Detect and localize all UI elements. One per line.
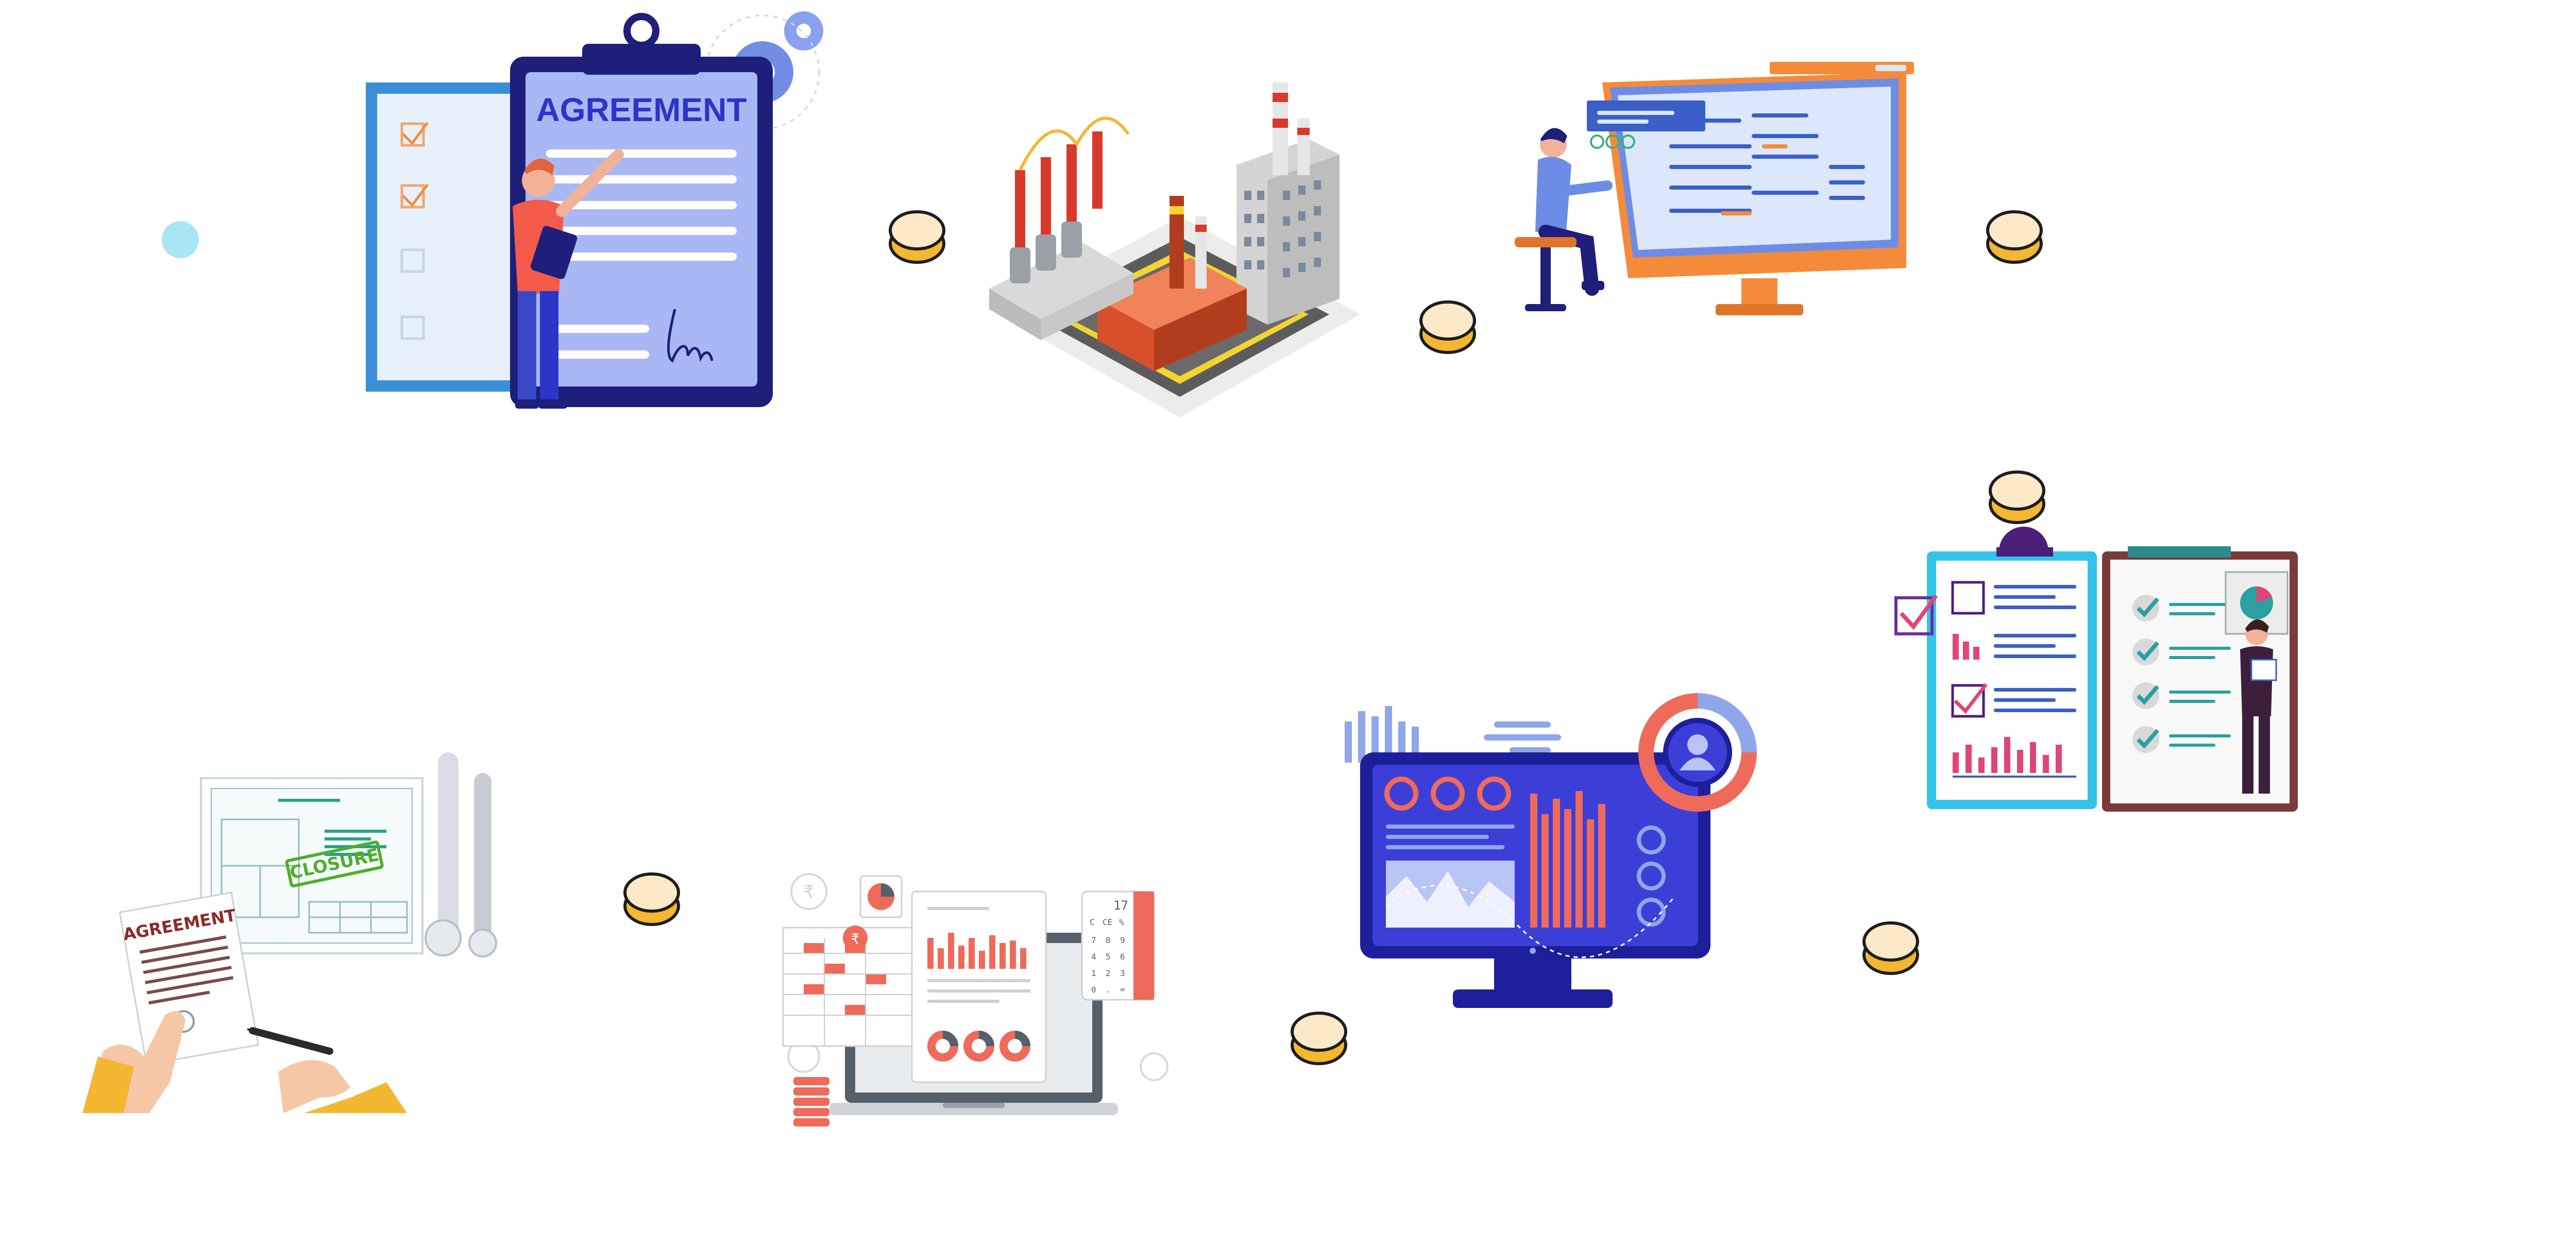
calc-key: . — [1106, 985, 1111, 995]
user-avatar-icon — [1680, 734, 1716, 770]
signature-mark — [667, 309, 714, 363]
calc-key: 4 — [1091, 952, 1096, 962]
calc-key: 5 — [1106, 952, 1111, 962]
person-figure — [2240, 619, 2277, 794]
agreement-clipboard-illustration: AGREEMENT — [361, 11, 829, 417]
developer-monitor-illustration — [1515, 62, 1937, 320]
calc-key: CE — [1103, 917, 1112, 927]
coin-icon — [1989, 470, 2045, 524]
calc-key: 7 — [1091, 935, 1096, 945]
calc-key: % — [1119, 917, 1124, 927]
coin-icon — [1986, 210, 2043, 264]
agreement-title: AGREEMENT — [536, 91, 747, 128]
coin-icon — [623, 872, 680, 926]
decorative-dot — [162, 221, 199, 258]
analytics-monitor-illustration — [1340, 691, 1762, 1020]
calc-key: C — [1090, 917, 1095, 927]
person-figure — [513, 149, 624, 409]
calculator-display: 17 — [1113, 898, 1128, 913]
calc-key: 8 — [1106, 935, 1111, 945]
factory-illustration — [979, 72, 1381, 443]
calc-key: 2 — [1106, 968, 1111, 978]
coin-icon — [1291, 1012, 1347, 1065]
calc-key: 6 — [1120, 952, 1125, 962]
calc-key: 3 — [1120, 968, 1125, 978]
rupee-icon: ₹ — [804, 882, 814, 902]
coin-icon — [1419, 300, 1476, 354]
checklist-clipboard-illustration — [1894, 527, 2298, 819]
coin-icon — [889, 210, 945, 264]
calc-key: = — [1120, 985, 1125, 995]
accounting-laptop-illustration: ₹ — [773, 861, 1195, 1129]
calc-key: 0 — [1091, 985, 1096, 995]
pen-icon — [249, 1027, 333, 1055]
person-figure — [1515, 128, 1613, 311]
rupee-badge-icon: ₹ — [851, 931, 860, 948]
closure-agreement-illustration: CLOSURE AGREEMENT — [82, 742, 526, 1113]
calc-key: 9 — [1120, 935, 1125, 945]
calc-key: 1 — [1091, 968, 1096, 978]
coin-icon — [1862, 921, 1919, 975]
